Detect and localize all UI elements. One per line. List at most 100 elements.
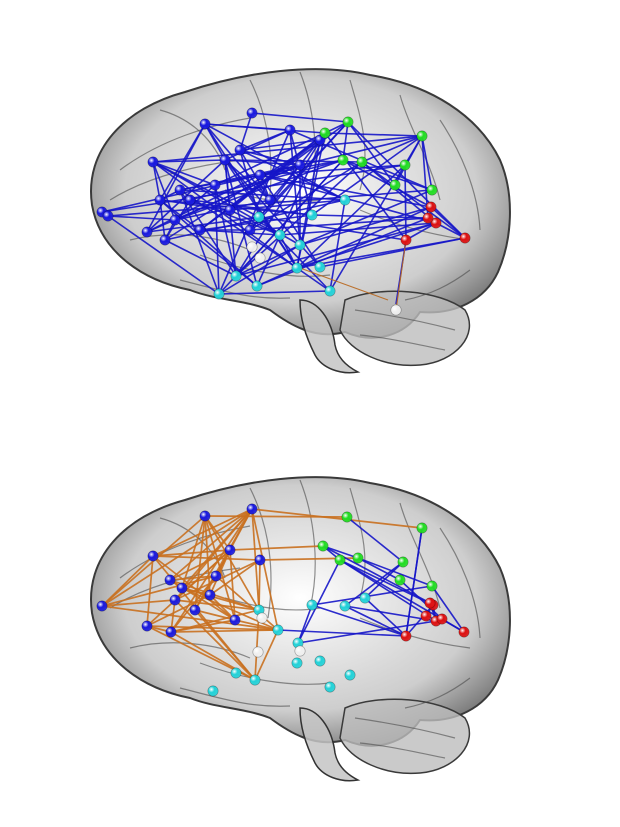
edges-top-line-142: [256, 206, 432, 287]
blue-node-10: [254, 169, 266, 181]
blue-node-11: [284, 124, 296, 136]
blue-node-5: [102, 210, 114, 222]
edges-top-line-93: [324, 132, 423, 137]
edges-top-line-135: [204, 123, 326, 134]
edges-top-line-77: [179, 189, 220, 295]
red-node-1: [425, 201, 437, 213]
brainstem-shape: [299, 299, 361, 374]
green-node-1: [342, 116, 354, 128]
edges-bottom-intra-line-17: [101, 555, 154, 607]
brain-fold-2: [249, 487, 272, 619]
edges-bottom-inter-line-5: [357, 557, 433, 587]
edges-bottom-inter-line-27: [405, 527, 423, 637]
edges-bottom-inter-line-15: [405, 604, 434, 637]
brain-fold-11: [404, 269, 471, 301]
brain-panel-top: [90, 68, 511, 374]
edges-bottom-intra-line-61: [254, 629, 279, 681]
edges-bottom-intra-line-38: [170, 609, 260, 633]
green-node-3: [356, 156, 368, 168]
edges-top-line-97: [324, 132, 407, 241]
cyan-node-2: [249, 674, 261, 686]
blue-node-12: [229, 614, 241, 626]
edges-top-line-102: [361, 135, 423, 163]
edges-bottom-intra-line-51: [209, 549, 231, 596]
edges-bottom-inter-line-16: [344, 605, 407, 637]
cyan-node-7: [324, 681, 336, 693]
edges-bottom-intra-line-36: [170, 599, 176, 633]
red-node-3: [458, 626, 470, 638]
cyan-node-1: [272, 624, 284, 636]
edges-bottom-inter-line-25: [277, 629, 407, 637]
blue-node-1: [246, 503, 258, 515]
blue-node-20: [244, 224, 256, 236]
edges-bottom-intra-line-43: [174, 599, 260, 611]
brain-fold-6: [439, 527, 481, 639]
blue-node-2: [147, 156, 159, 168]
edges-bottom-inter-line-22: [297, 620, 437, 644]
edges-top-line-39: [174, 184, 216, 221]
edges-bottom-inter-line-8: [431, 585, 465, 633]
edges-top-line-137: [152, 135, 423, 163]
edges-top-line-74: [239, 149, 346, 201]
blue-node-13: [164, 574, 176, 586]
edges-top-orange-line-1: [299, 267, 389, 301]
brainstem-shape: [299, 707, 361, 782]
edges-top-line-26: [107, 215, 220, 295]
edges-top-line-11: [152, 161, 161, 201]
edges-bottom-inter-line-14: [297, 559, 341, 644]
cyan-node-6: [314, 261, 326, 273]
edges-bottom-intra-line-63: [229, 545, 324, 551]
red-node-0: [400, 630, 412, 642]
edges-top-line-91: [159, 199, 313, 216]
blue-node-0: [199, 510, 211, 522]
blue-node-16: [234, 144, 246, 156]
edges-bottom-inter-line-24: [297, 604, 313, 644]
brain-fold-0: [119, 117, 251, 171]
cerebellum-shape: [339, 290, 471, 367]
edges-bottom-intra-line-6: [204, 515, 260, 611]
cyan-node-12: [344, 669, 356, 681]
blue-node-17: [264, 194, 276, 206]
edges-top-line-66: [174, 159, 344, 221]
edges-top-line-127: [296, 267, 331, 292]
edges-bottom-inter-line-0: [322, 545, 359, 559]
brain-fold-9: [359, 617, 471, 649]
red-node-5: [420, 610, 432, 622]
brain-fold-12: [179, 687, 291, 707]
blue-node-2: [147, 550, 159, 562]
edges-bottom-intra-line-54: [194, 609, 236, 621]
edges-top-line-124: [218, 290, 331, 295]
red-node-3: [459, 232, 471, 244]
edges-bottom-intra-line-53: [258, 559, 261, 611]
green-node-4: [397, 556, 409, 568]
blue-node-14: [204, 589, 216, 601]
edges-bottom-inter-line-3: [346, 516, 404, 563]
edges-top-line-123: [256, 217, 429, 287]
red-node-4: [436, 613, 448, 625]
cyan-node-7: [324, 285, 336, 297]
edges-bottom-intra-line-44: [174, 599, 256, 681]
blue-node-3: [219, 154, 231, 166]
red-node-2: [430, 217, 442, 229]
nodes-t: [96, 107, 471, 316]
edges-bottom-intra-line-20: [152, 555, 261, 561]
blue-node-14: [169, 214, 181, 226]
edges-top-line-117: [342, 159, 432, 208]
edges-bottom-intra-line-55: [194, 609, 256, 681]
red-node-4: [422, 212, 434, 224]
brain-fold-8: [199, 662, 331, 685]
blue-node-6: [165, 626, 177, 638]
green-node-6: [337, 154, 349, 166]
edges-top-line-33: [159, 199, 166, 241]
edges-bottom-intra-line-16: [251, 508, 279, 631]
nodes-b: [96, 503, 470, 697]
edges-bottom-intra-line-33: [146, 594, 211, 627]
blue-node-0: [199, 118, 211, 130]
blue-node-3: [210, 570, 222, 582]
brain-fold-14: [359, 742, 446, 759]
white-node-0: [252, 646, 264, 658]
green-node-0: [319, 127, 331, 139]
edges-top-line-15: [146, 159, 226, 233]
green-node-5: [426, 580, 438, 592]
edges-top-line-139: [101, 164, 406, 213]
